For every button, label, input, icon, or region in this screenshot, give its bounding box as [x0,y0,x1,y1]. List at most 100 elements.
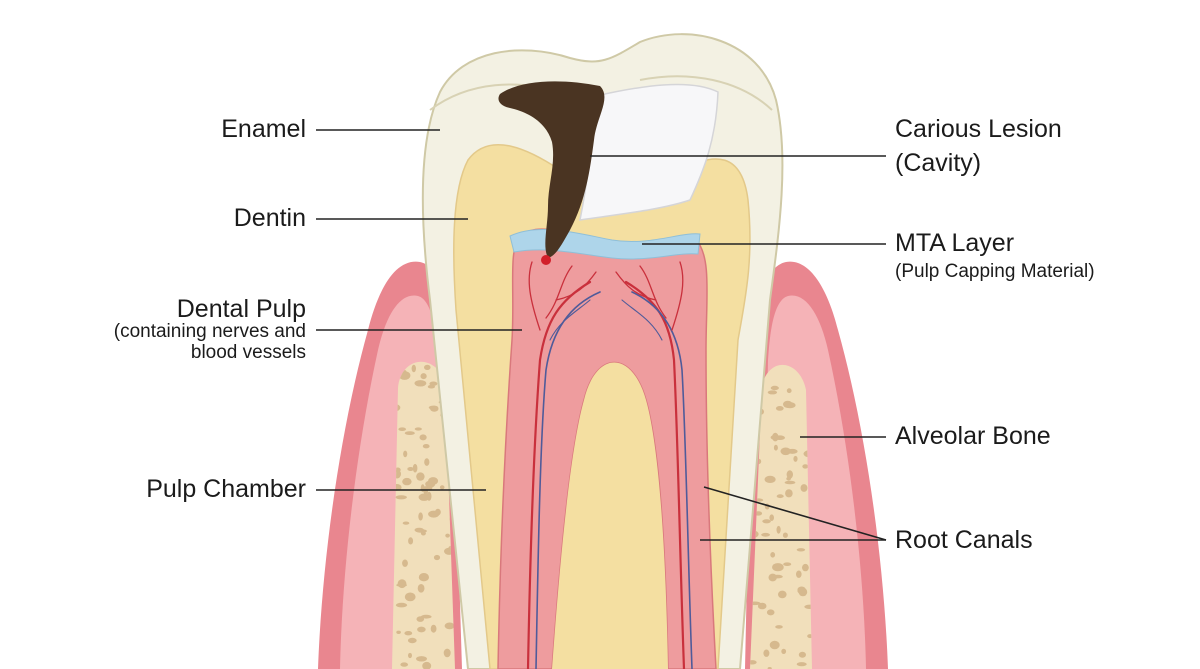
bone-pore [775,625,783,629]
bone-pore [793,455,798,462]
bone-pore [802,563,809,572]
bone-pore [766,609,775,616]
bone-pore [761,532,770,537]
label-carious-lesion: Carious Lesion [895,115,1062,143]
bone-pore [407,467,414,471]
left-bone [392,361,455,669]
carious-lesion [498,81,605,258]
bone-pore [402,521,410,525]
nerves-and-vessels [526,261,693,669]
bone-pore [422,444,430,449]
bone-pore [428,405,439,410]
bone-pore [428,477,439,485]
right-bone [750,364,812,669]
bone-pore [400,662,409,667]
bone-pore [780,447,791,456]
bone-pore [439,485,445,490]
bone-pore [407,637,417,644]
bone-pore [768,573,777,582]
bone-pore [798,651,807,658]
bone-pore [785,489,793,498]
bone-pore [750,660,757,665]
bone-pore [769,514,774,521]
bone-pore [403,450,408,458]
bone-pore [776,494,784,499]
bone-pore [772,563,784,572]
bone-pore [767,390,778,395]
bone-pore [784,402,796,409]
label-dentin: Dentin [233,204,306,232]
bone-pore [424,458,430,466]
bone-pore [444,622,455,630]
label-dental-pulp: Dental Pulp [176,295,306,323]
bone-pore [417,584,425,593]
bone-pore [797,587,807,595]
bone-pore [786,470,793,479]
label-carious-lesion-cavity: (Cavity) [895,149,982,177]
bone-pore [395,495,408,500]
bone-pore [781,648,787,655]
bone-pore [763,649,770,657]
bone-pore [412,463,418,473]
pulp-exposure-point [541,255,551,265]
bone-pore [770,385,779,391]
label-dental-pulp-note-2: blood vessels [190,342,306,363]
bone-pore [778,590,787,599]
bone-pore [416,656,427,662]
bone-pore [796,570,802,578]
bone-pore [757,602,767,610]
bone-pore [417,626,426,633]
bone-pore [430,624,437,633]
bone-pore [420,373,427,380]
bone-pore [804,604,812,609]
bone-pore [397,579,407,589]
bone-pore [770,552,776,558]
label-mta-layer: MTA Layer [895,229,1015,257]
bone-pore [769,640,780,650]
bone-pore [419,434,427,441]
bone-pore [776,525,781,534]
bone-pore [404,592,416,602]
bone-pore [404,631,413,636]
bone-pore [418,493,430,501]
label-enamel: Enamel [221,115,306,143]
bone-pore [408,652,412,659]
bone-pore [402,477,412,486]
label-mta-layer-note: (Pulp Capping Material) [895,261,1095,282]
bone-pore [783,562,792,566]
bone-pore [422,661,432,669]
bone-pore [411,364,416,373]
bone-pore [420,614,432,619]
bone-pore [775,406,784,411]
bone-pore [782,532,788,538]
bone-pore [770,435,777,440]
label-pulp-chamber: Pulp Chamber [146,475,306,503]
bone-pore [800,484,808,492]
bone-pore [427,384,435,389]
bone-pore [433,554,441,561]
bone-pore [414,427,422,431]
label-alveolar-bone: Alveolar Bone [895,422,1051,450]
leader-root-canals-1 [703,486,887,541]
bone-pore [786,388,792,394]
bone-pore [415,529,427,533]
bone-pore [418,512,423,521]
bone-pore [443,648,451,658]
bone-pore [435,508,441,516]
bone-pore [414,380,427,387]
bone-pore [796,548,806,552]
tooth [421,33,784,669]
label-root-canals: Root Canals [895,526,1033,554]
bone-pore [773,444,778,451]
label-dental-pulp-note-1: (containing nerves and [113,321,306,342]
bone-pore [404,431,415,435]
bone-pore [416,472,425,481]
bone-pore [796,662,807,667]
bone-pore [402,559,408,567]
bone-pore [762,519,771,524]
bone-pore [395,602,408,608]
bone-pore [764,475,776,483]
bone-pore [396,630,401,634]
